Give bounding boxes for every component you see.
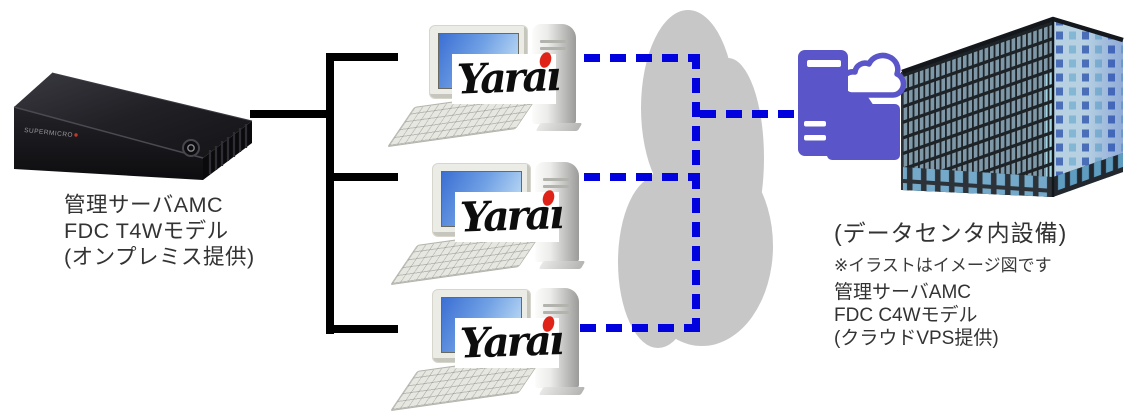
blue-dash-vertical [692, 54, 700, 332]
datacenter-folder-icon [827, 104, 900, 160]
yarai-logo: Yaraı [455, 314, 562, 368]
drive-slot [543, 178, 569, 181]
building-illustration [901, 16, 1124, 197]
black-branch-middle [330, 173, 398, 181]
pc-tower-foot [538, 387, 586, 395]
black-branch-bottom [330, 325, 398, 333]
appliance-label-line1: 管理サーバAMC [64, 193, 224, 217]
yarai-logo-text: Yara [456, 52, 547, 104]
datacenter-icons [798, 50, 907, 160]
blue-dash-top [584, 54, 700, 62]
appliance-server-image: SUPERMICRO [13, 72, 253, 180]
drive-slot [540, 40, 566, 43]
server-icon-bar-small1 [804, 121, 826, 127]
client-pc-2: Yaraı [390, 146, 586, 286]
appliance-vents [208, 124, 248, 174]
appliance-top-face [14, 73, 252, 158]
brand-red-dot [74, 133, 78, 137]
blue-dash-to-datacenter [700, 110, 802, 118]
black-trunk-line [326, 53, 334, 334]
datacenter-caption: (データセンタ内設備) [834, 220, 1068, 246]
appliance-back-edge [51, 72, 253, 122]
datacenter-cloud-icon [838, 52, 907, 98]
server-icon-bar [807, 60, 841, 67]
drive-slot [543, 304, 569, 307]
datacenter-note: ※イラストはイメージ図です [834, 256, 1052, 275]
network-cloud-shape [618, 10, 773, 348]
client-pc-3: Yaraı [390, 272, 586, 412]
yarai-logo-text: Yara [459, 316, 550, 368]
datacenter-label-line3: (クラウドVPS提供) [834, 328, 999, 349]
server-icon-bar-small2 [804, 135, 826, 141]
power-icon [187, 144, 195, 152]
power-button [182, 139, 200, 157]
appliance-label-line3: (オンプレミス提供) [64, 245, 255, 269]
black-link-server [250, 110, 334, 118]
yarai-logo: Yaraı [455, 188, 562, 242]
folder-icon-tab [840, 97, 874, 106]
pc-tower-foot [538, 261, 586, 269]
appliance-front-face [14, 107, 203, 180]
drive-slot [543, 311, 569, 314]
yarai-logo: Yaraı [452, 50, 559, 104]
appliance-edge-highlight [13, 106, 204, 159]
black-branch-top [330, 53, 398, 61]
yarai-logo-text: Yara [459, 190, 550, 242]
blue-dash-middle [584, 173, 700, 181]
client-pc-1: Yaraı [387, 8, 583, 148]
datacenter-label-line2: FDC C4Wモデル [834, 305, 978, 326]
drive-slot [543, 185, 569, 188]
drive-slot [540, 47, 566, 50]
datacenter-label-line1: 管理サーバAMC [834, 282, 972, 303]
blue-dash-bottom [580, 324, 700, 332]
appliance-label: 管理サーバAMC FDC T4Wモデル (オンプレミス提供) [64, 192, 255, 270]
datacenter-label: 管理サーバAMC FDC C4Wモデル (クラウドVPS提供) [834, 281, 999, 350]
appliance-label-line2: FDC T4Wモデル [64, 219, 229, 243]
pc-tower-foot [535, 123, 583, 131]
